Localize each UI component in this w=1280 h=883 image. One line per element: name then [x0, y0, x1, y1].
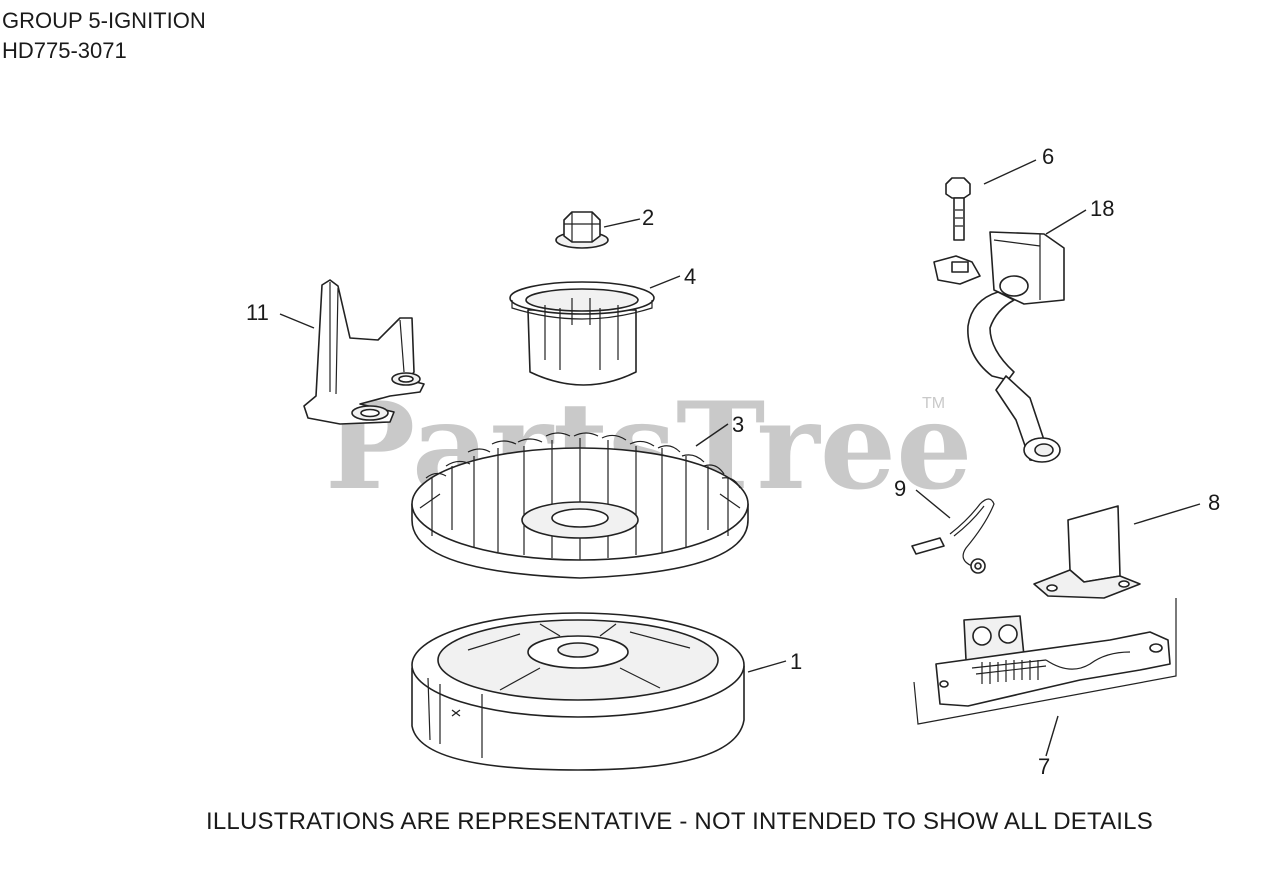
- callout-6[interactable]: 6: [1042, 144, 1054, 169]
- callout-9[interactable]: 9: [894, 476, 906, 501]
- ground-wire-icon[interactable]: [911, 498, 995, 574]
- flange-nut-icon[interactable]: [555, 211, 609, 249]
- callout-11[interactable]: 11: [246, 300, 269, 325]
- leader-lines: [279, 159, 1201, 757]
- brake-assembly-icon[interactable]: [913, 598, 1177, 725]
- bracket-plate-icon[interactable]: [1033, 505, 1141, 599]
- callout-4[interactable]: 4: [684, 264, 696, 289]
- callout-1[interactable]: 1: [790, 649, 802, 674]
- callout-7[interactable]: 7: [1038, 754, 1050, 779]
- fan-icon[interactable]: [411, 432, 749, 579]
- flywheel-icon[interactable]: [411, 612, 745, 771]
- callouts: 11 2 4 3 1 6 18 9 8 7: [246, 144, 1220, 779]
- watermark-trademark: TM: [922, 395, 945, 412]
- callout-8[interactable]: 8: [1208, 490, 1220, 515]
- callout-18[interactable]: 18: [1090, 196, 1114, 221]
- header: GROUP 5-IGNITION HD775-3071: [2, 6, 206, 66]
- disclaimer: ILLUSTRATIONS ARE REPRESENTATIVE - NOT I…: [206, 808, 1153, 835]
- bolt-icon[interactable]: [945, 177, 971, 241]
- starter-cup-icon[interactable]: [509, 281, 655, 386]
- model-number: HD775-3071: [2, 38, 127, 63]
- ignition-coil-icon[interactable]: [933, 231, 1065, 463]
- callout-3[interactable]: 3: [732, 412, 744, 437]
- group-title: GROUP 5-IGNITION: [2, 8, 206, 33]
- callout-2[interactable]: 2: [642, 205, 654, 230]
- shield-bracket-icon[interactable]: [303, 279, 425, 425]
